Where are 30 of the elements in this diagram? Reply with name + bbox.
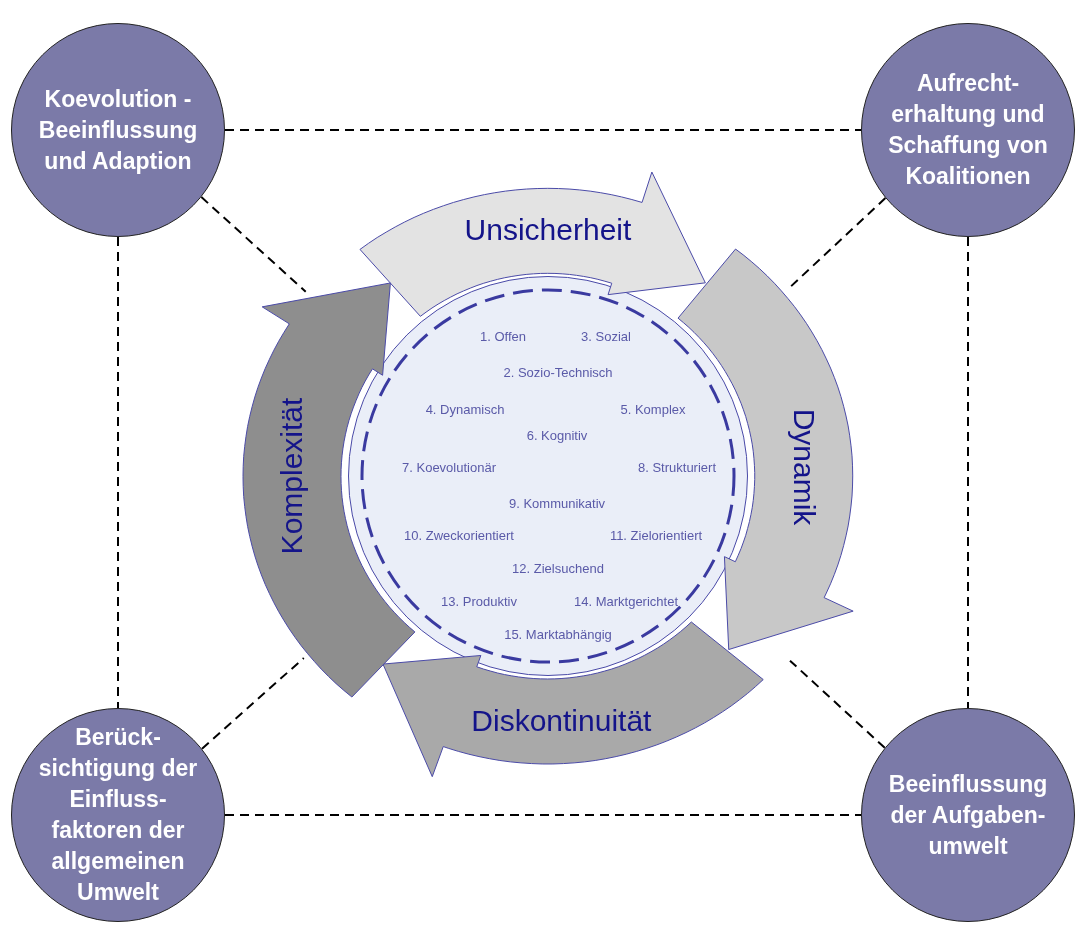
property-item: 10. Zweckorientiert	[404, 527, 514, 543]
dashed-connector	[224, 814, 862, 816]
property-item: 11. Zielorientiert	[609, 527, 703, 543]
dashed-connector	[117, 236, 119, 709]
topic-text: Beeinflussung der Aufgaben- umwelt	[887, 769, 1049, 861]
arrow-label: Diskontinuität	[471, 704, 652, 739]
topic-text: Berück- sichtigung der Einfluss- faktoren der allgemeinen Umwelt	[37, 723, 199, 907]
dashed-connector	[201, 657, 305, 750]
property-item: 3. Sozial	[581, 328, 631, 344]
arrow-label: Dynamik	[786, 409, 821, 526]
property-item: 7. Koevolutionär	[402, 459, 496, 475]
dashed-connector	[789, 659, 886, 749]
property-item: 9. Kommunikativ	[508, 495, 606, 511]
arrow-label: Komplexität	[275, 397, 309, 555]
property-item: 6. Kognitiv	[526, 427, 588, 443]
property-item: 13. Produktiv	[441, 593, 517, 609]
dashed-connector	[967, 236, 969, 709]
property-item: 14. Marktgerichtet	[574, 593, 678, 609]
property-item: 2. Sozio-Technisch	[503, 364, 613, 380]
dashed-connector	[200, 196, 307, 293]
property-item: 1. Offen	[480, 328, 526, 344]
topic-text: Koevolution - Beeinflussung und Adaption	[37, 84, 199, 176]
property-item: 15. Marktabhängig	[504, 626, 612, 642]
topic-text: Aufrecht- erhaltung und Schaffung von Koalitionen	[887, 69, 1049, 191]
property-item: 4. Dynamisch	[425, 401, 505, 417]
property-item: 8. Strukturiert	[638, 459, 716, 475]
property-item: 5. Komplex	[620, 401, 686, 417]
property-item: 12. Zielsuchend	[512, 560, 604, 576]
dashed-connector	[224, 129, 862, 131]
arrow-label: Unsicherheit	[464, 213, 632, 248]
